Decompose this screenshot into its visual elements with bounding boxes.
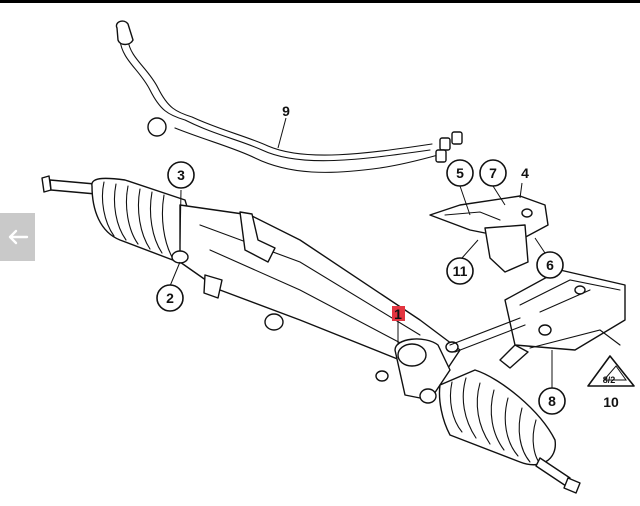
- callout-3: 3: [167, 161, 195, 189]
- callout-8: 8: [538, 387, 566, 415]
- valve-housing[interactable]: [375, 338, 459, 404]
- back-button[interactable]: [0, 213, 35, 261]
- right-boot[interactable]: [438, 369, 556, 467]
- valve-unit-part-8[interactable]: [449, 269, 626, 369]
- callout-7: 7: [479, 159, 507, 187]
- right-tie-rod[interactable]: [535, 457, 581, 494]
- callout-label-5: 5: [456, 165, 464, 181]
- top-border: [0, 0, 640, 3]
- callout-label-4: 4: [521, 165, 529, 181]
- callout-1-highlight: [392, 306, 405, 321]
- callout-6: 6: [536, 251, 564, 279]
- callout-9: 9: [282, 103, 290, 119]
- leader-lines: [169, 117, 553, 388]
- callout-1: 1: [392, 306, 405, 322]
- bracket-assembly[interactable]: [429, 195, 549, 273]
- callout-label-10: 10: [603, 394, 619, 410]
- callout-label-3: 3: [177, 167, 185, 183]
- callout-label-1: 1: [394, 306, 402, 322]
- callout-label-7: 7: [489, 165, 497, 181]
- arrow-left-icon: [8, 229, 28, 245]
- rack-housing[interactable]: [171, 204, 461, 381]
- callout-4: 4: [521, 165, 529, 181]
- hydraulic-line-part-9[interactable]: [115, 20, 463, 173]
- callout-10: 10: [603, 394, 619, 410]
- callout-label-2: 2: [166, 290, 174, 306]
- callout-5: 5: [446, 159, 474, 187]
- callout-label-11: 11: [453, 263, 468, 279]
- left-boot[interactable]: [91, 177, 190, 263]
- callout-label-9: 9: [282, 103, 290, 119]
- callout-label-8: 8: [548, 393, 556, 409]
- warning-triangle-icon: 8/2: [587, 355, 635, 387]
- callout-11: 11: [446, 257, 474, 285]
- svg-text:8/2: 8/2: [603, 375, 616, 385]
- callout-2: 2: [156, 284, 184, 312]
- left-tie-rod[interactable]: [41, 175, 97, 195]
- callout-label-6: 6: [546, 257, 554, 273]
